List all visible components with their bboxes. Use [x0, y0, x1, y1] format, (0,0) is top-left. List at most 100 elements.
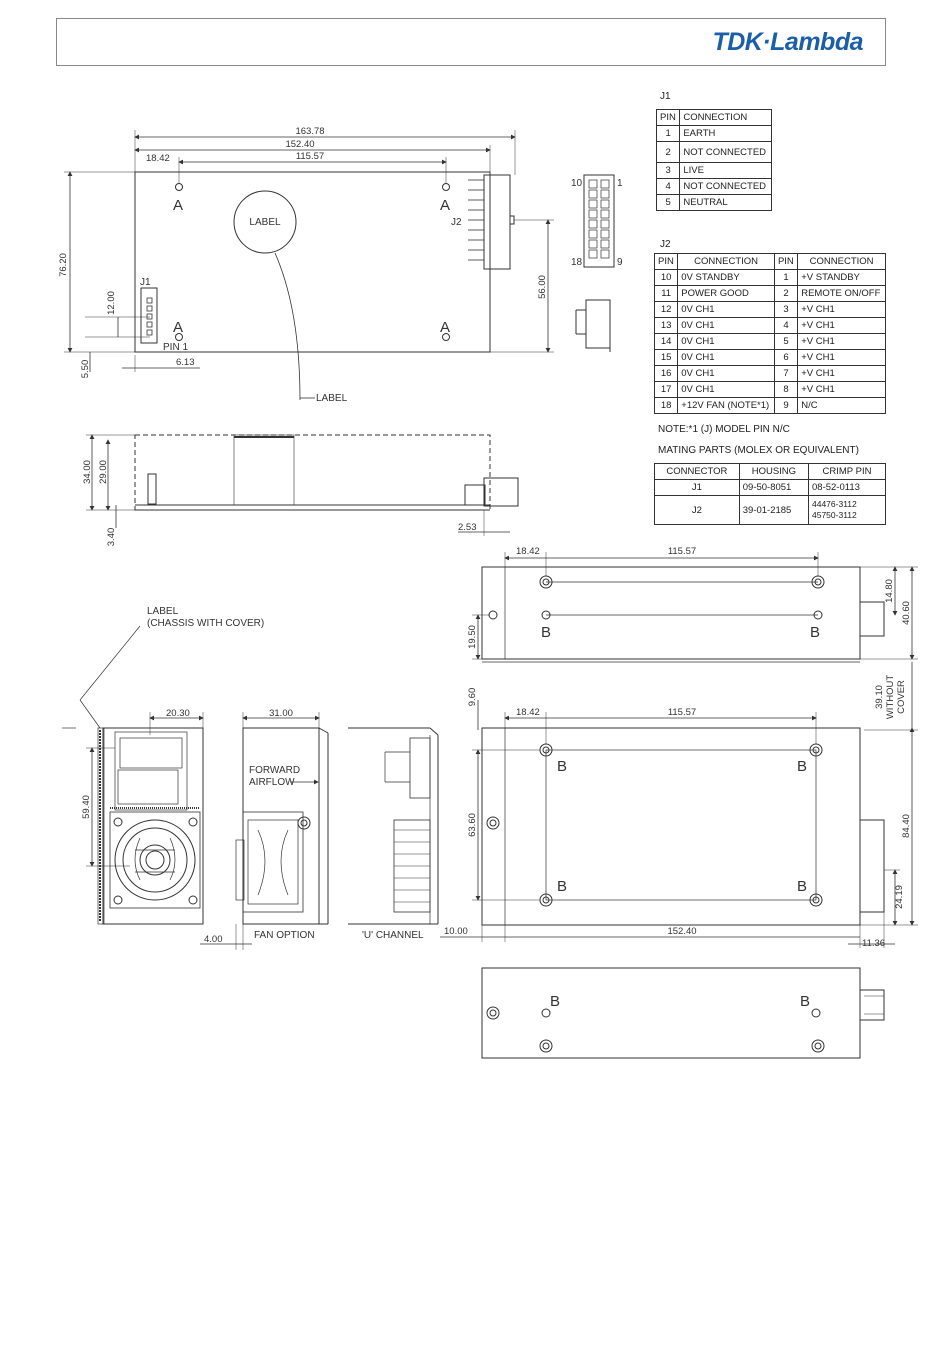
chassis-label-line1: LABEL	[147, 606, 179, 617]
dim-r1-11557: 115.57	[668, 546, 696, 557]
dim-top-11557: 115.57	[296, 151, 324, 162]
j2-pin1: 1	[617, 178, 623, 189]
chassis-label-line2: (CHASSIS WITH COVER)	[147, 618, 264, 629]
hole-a-2: A	[440, 197, 450, 214]
right-view-base	[481, 967, 885, 1059]
dim-r3-8440: 84.40	[901, 814, 912, 838]
dim-side-3400: 34.00	[82, 460, 93, 484]
front-fan-view	[62, 625, 204, 925]
note-text: NOTE:*1 (J) MODEL PIN N/C	[658, 424, 790, 435]
dim-pin-613: 6.13	[176, 357, 195, 368]
fan-option-caption: FAN OPTION	[254, 930, 315, 941]
top-view	[64, 130, 554, 401]
j2-pin10: 10	[571, 178, 583, 189]
dim-side-253: 2.53	[458, 522, 477, 533]
dim-j1-1200: 12.00	[106, 291, 117, 315]
hole-b-2: B	[810, 624, 820, 641]
dim-f-2030: 20.30	[166, 708, 190, 719]
dim-r2-960: 9.60	[467, 688, 478, 707]
dim-r3-1842: 18.42	[516, 707, 540, 718]
dim-r1-1842: 18.42	[516, 546, 540, 557]
u-channel-view	[348, 727, 439, 925]
dim-r1-1480: 14.80	[884, 579, 895, 603]
dim-top-overall: 163.78	[295, 126, 324, 137]
mating-title: MATING PARTS (MOLEX OR EQUIVALENT)	[658, 445, 859, 456]
tdk-lambda-logo: TDK·Lambda	[712, 28, 863, 56]
dim-r2-cover: COVER	[896, 680, 907, 714]
hole-a-3: A	[173, 319, 183, 336]
dim-r2-without: WITHOUT	[885, 675, 896, 720]
dim-r3-1136: 11.36	[862, 938, 885, 949]
hole-a-1: A	[173, 197, 183, 214]
dim-r3-15240: 152.40	[667, 926, 696, 937]
hole-b-6: B	[797, 878, 807, 895]
label-circle-text: LABEL	[249, 217, 281, 228]
page-header: TDK·Lambda	[56, 18, 886, 66]
forward-airflow-line2: AIRFLOW	[249, 777, 295, 788]
dim-top-1842: 18.42	[146, 153, 170, 164]
hole-b-1: B	[541, 624, 551, 641]
side-view	[86, 434, 519, 536]
dim-f-400: 4.00	[204, 934, 223, 945]
dim-r3-2419: 24.19	[894, 885, 905, 909]
forward-airflow-line1: FORWARD	[249, 765, 300, 776]
j1-text: J1	[140, 277, 151, 288]
j2-text: J2	[451, 217, 462, 228]
right-view-bottom	[440, 712, 918, 948]
hole-b-5: B	[557, 878, 567, 895]
right-view-top	[472, 552, 918, 731]
dim-right-5600: 56.00	[537, 275, 548, 299]
dim-left-7620: 76.20	[58, 253, 69, 277]
dim-r3-6360: 63.60	[467, 813, 478, 837]
dim-r2-3910: 39.10	[874, 685, 885, 709]
j2-pin9: 9	[617, 257, 623, 268]
j2-table-title: J2	[660, 239, 671, 250]
j1-table-title: J1	[660, 91, 671, 102]
dim-r3-11557: 115.57	[668, 707, 696, 718]
j2-pin18: 18	[571, 257, 583, 268]
hole-b-8: B	[800, 993, 810, 1010]
hole-b-7: B	[550, 993, 560, 1010]
dim-f-5940: 59.40	[81, 795, 92, 819]
hole-b-3: B	[557, 758, 567, 775]
dim-top-152: 152.40	[285, 139, 314, 150]
dimension-texts: 163.78 152.40 115.57 18.42 76.20 56.00 1…	[58, 126, 912, 949]
pin1-text: PIN 1	[163, 342, 188, 353]
dim-side-340: 3.40	[106, 528, 117, 547]
fan-option-view	[200, 712, 329, 950]
hole-a-4: A	[440, 319, 450, 336]
view-labels: A A A A LABEL LABEL PIN 1 J1 J2 10 1 18 …	[140, 178, 820, 1010]
dim-r1-1950: 19.50	[467, 625, 478, 649]
dim-f-3100: 31.00	[269, 708, 293, 719]
u-channel-caption: 'U' CHANNEL	[362, 930, 424, 941]
dim-r3-1000: 10.00	[444, 926, 468, 937]
dim-pin-550: 5.50	[80, 360, 91, 379]
dim-r1-4060: 40.60	[901, 601, 912, 625]
dim-side-2900: 29.00	[98, 460, 109, 484]
label-leader-text: LABEL	[316, 393, 348, 404]
hole-b-4: B	[797, 758, 807, 775]
